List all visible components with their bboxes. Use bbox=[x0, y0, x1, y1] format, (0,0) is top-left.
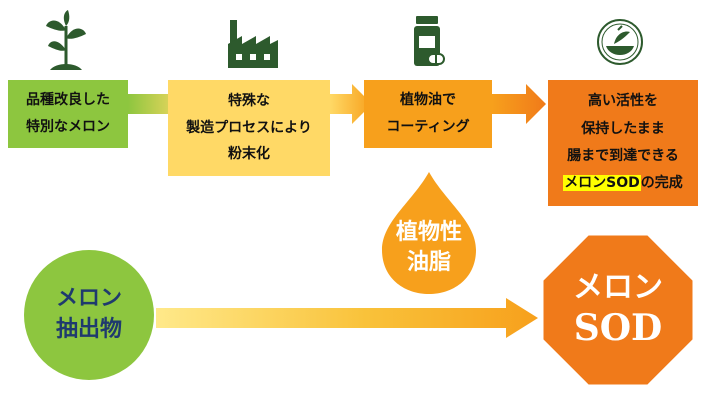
factory-icon bbox=[226, 18, 280, 70]
step-box-melon: 品種改良した 特別なメロン bbox=[8, 80, 128, 148]
extract-label: メロン 抽出物 bbox=[24, 250, 154, 380]
step-text: 植物油で bbox=[400, 92, 456, 109]
step-text: 品種改良した bbox=[26, 92, 110, 109]
step-text: 保持したまま bbox=[581, 120, 665, 137]
result-octagon-shape bbox=[540, 232, 696, 388]
step-text: 特別なメロン bbox=[26, 119, 110, 135]
step-box-powder: 特殊な 製造プロセスにより 粉末化 bbox=[168, 80, 330, 176]
step-box-coating: 植物油で コーティング bbox=[364, 80, 492, 148]
oil-drop-shape bbox=[382, 172, 476, 294]
step-text: 粉末化 bbox=[228, 146, 270, 163]
result-octagon-label: メロン SOD bbox=[538, 230, 698, 390]
oil-drop-label: 植物性 油脂 bbox=[374, 208, 484, 288]
step-text: 製造プロセスにより bbox=[186, 119, 312, 136]
step-final-line: メロンSODの完成 bbox=[563, 170, 683, 197]
drop-text: 植物性 bbox=[395, 220, 462, 246]
step-text: 特殊な bbox=[228, 93, 270, 110]
extract-text: 抽出物 bbox=[55, 317, 122, 342]
result-text: メロン bbox=[573, 269, 663, 305]
step-suffix: の完成 bbox=[640, 175, 683, 192]
arrow-3 bbox=[492, 84, 546, 124]
extract-text: メロン bbox=[55, 286, 122, 312]
step-text: 腸まで到達できる bbox=[567, 148, 679, 164]
step-box-result: 高い活性を 保持したまま 腸まで到達できる メロンSODの完成 bbox=[548, 80, 698, 206]
drop-text: 油脂 bbox=[406, 250, 451, 275]
arrow-2 bbox=[330, 84, 372, 124]
result-text: SOD bbox=[573, 307, 663, 350]
plant-icon bbox=[44, 8, 88, 72]
extract-circle bbox=[24, 250, 154, 380]
step-text: 高い活性を bbox=[588, 93, 658, 110]
supplement-bottle-icon bbox=[412, 14, 446, 70]
highlight-melon-sod: メロンSOD bbox=[563, 175, 641, 192]
main-arrow bbox=[156, 298, 538, 338]
step-text: コーティング bbox=[386, 119, 470, 135]
melon-icon bbox=[596, 18, 644, 66]
